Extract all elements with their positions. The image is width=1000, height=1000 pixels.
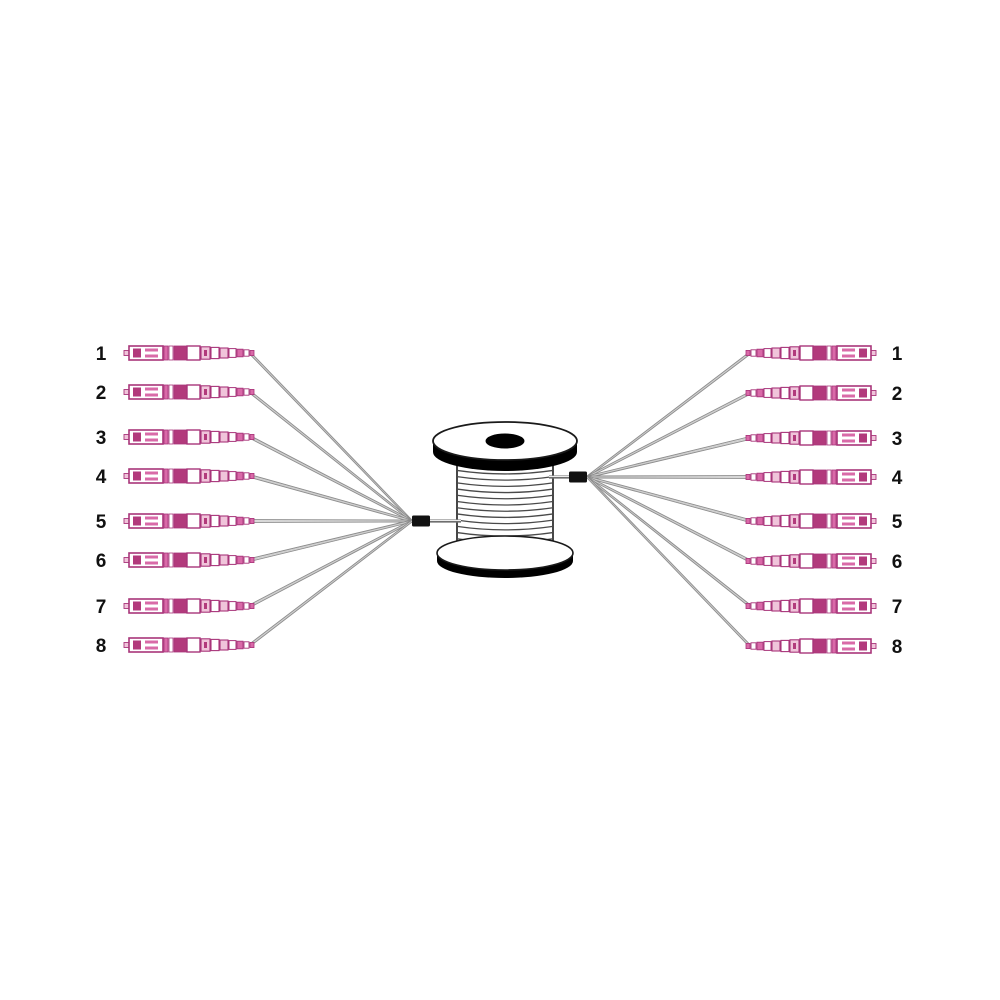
fiber-connector[interactable] [123, 384, 255, 400]
fiber-connector[interactable] [746, 599, 876, 613]
fiber-strand [249, 390, 413, 521]
fiber-strand [249, 476, 413, 523]
connector-port-number: 4 [892, 468, 903, 489]
fiber-strand [586, 475, 751, 521]
fiber-connector[interactable] [746, 386, 876, 400]
spool-winding [456, 519, 554, 525]
spool-winding [456, 475, 554, 481]
fiber-core [586, 476, 751, 522]
connector-port-number: 8 [96, 636, 107, 657]
fiber-strand [249, 437, 413, 523]
fiber-connector[interactable] [746, 431, 876, 445]
fiber-strand [586, 475, 751, 606]
fiber-core [586, 392, 751, 478]
fiber-connector[interactable] [123, 429, 255, 445]
fiber-strand [586, 475, 751, 561]
right-breakout-block [569, 471, 587, 483]
right-fiber-group [586, 351, 751, 648]
fiber-strand [586, 391, 751, 477]
fiber-core [249, 391, 413, 522]
spool-winding [456, 469, 554, 475]
fiber-strand [586, 351, 751, 477]
fiber-connector[interactable] [123, 598, 255, 614]
fiber-strand [586, 477, 751, 523]
spool-bottom-flange [436, 535, 574, 578]
fiber-strand [586, 353, 751, 479]
fiber-connector[interactable] [123, 513, 255, 529]
fiber-strand [249, 521, 413, 562]
fiber-strand [249, 474, 413, 521]
spool-winding [456, 513, 554, 519]
connector-port-number: 2 [892, 384, 903, 405]
fiber-strand [249, 351, 413, 521]
fiber-strand [249, 435, 413, 521]
fiber-connector[interactable] [746, 639, 876, 653]
connector-port-number: 7 [892, 597, 903, 618]
fiber-connector[interactable] [746, 514, 876, 528]
fiber-core [586, 476, 751, 607]
left-fiber-group [249, 351, 413, 647]
fiber-core [586, 352, 751, 478]
spool-winding [456, 507, 554, 512]
spool-winding [456, 482, 554, 488]
spool-winding [456, 488, 554, 494]
connector-port-number: 5 [96, 512, 107, 533]
left-label-group: 1 2 3 4 5 6 7 8 [96, 344, 107, 657]
fiber-connector[interactable] [123, 637, 255, 653]
connector-port-number: 1 [96, 344, 107, 365]
fiber-connector[interactable] [746, 554, 876, 568]
fiber-strand [586, 393, 751, 479]
connector-port-number: 8 [892, 637, 903, 658]
connector-port-number: 2 [96, 383, 107, 404]
fiber-strand [249, 519, 413, 645]
fiber-connector[interactable] [746, 346, 876, 360]
fiber-strand [249, 521, 413, 608]
fiber-strand [586, 436, 751, 477]
fiber-strand [586, 477, 751, 563]
fiber-core [249, 475, 413, 522]
fiber-strand [249, 353, 413, 523]
left-connector-bank [123, 345, 255, 653]
fiber-core [586, 476, 751, 562]
spool-top-flange [432, 421, 578, 471]
fiber-core [249, 520, 413, 561]
connector-port-number: 7 [96, 597, 107, 618]
fiber-connector[interactable] [123, 345, 255, 361]
fiber-strand [586, 475, 751, 646]
connector-port-number: 6 [96, 551, 107, 572]
fiber-core [249, 520, 413, 607]
fiber-connector[interactable] [123, 468, 255, 484]
fiber-strand [249, 521, 413, 647]
trunk-cable-leads [429, 475, 570, 523]
fiber-connector[interactable] [123, 552, 255, 568]
fiber-strand [249, 519, 413, 560]
spool-winding [456, 500, 554, 506]
right-label-group: 1 2 3 4 5 6 7 8 [892, 344, 903, 658]
fiber-core [249, 436, 413, 522]
connector-port-number: 3 [892, 429, 903, 450]
fiber-strand [586, 477, 751, 648]
fiber-core [249, 352, 413, 522]
spool-winding [456, 525, 554, 531]
fiber-strand [586, 477, 751, 608]
fiber-strand [586, 438, 751, 479]
connector-port-number: 4 [96, 467, 107, 488]
fiber-connector[interactable] [746, 470, 876, 484]
fiber-core [586, 437, 751, 478]
right-connector-bank [746, 346, 876, 653]
connector-port-number: 5 [892, 512, 903, 533]
connector-port-number: 6 [892, 552, 903, 573]
connector-port-number: 3 [96, 428, 107, 449]
left-breakout-block [412, 515, 430, 527]
cable-spool [432, 421, 578, 578]
spool-winding [456, 494, 554, 500]
fiber-strand [249, 519, 413, 606]
fiber-strand [249, 392, 413, 523]
fiber-core [249, 520, 413, 646]
connector-port-number: 1 [892, 344, 903, 365]
fiber-core [586, 476, 751, 647]
